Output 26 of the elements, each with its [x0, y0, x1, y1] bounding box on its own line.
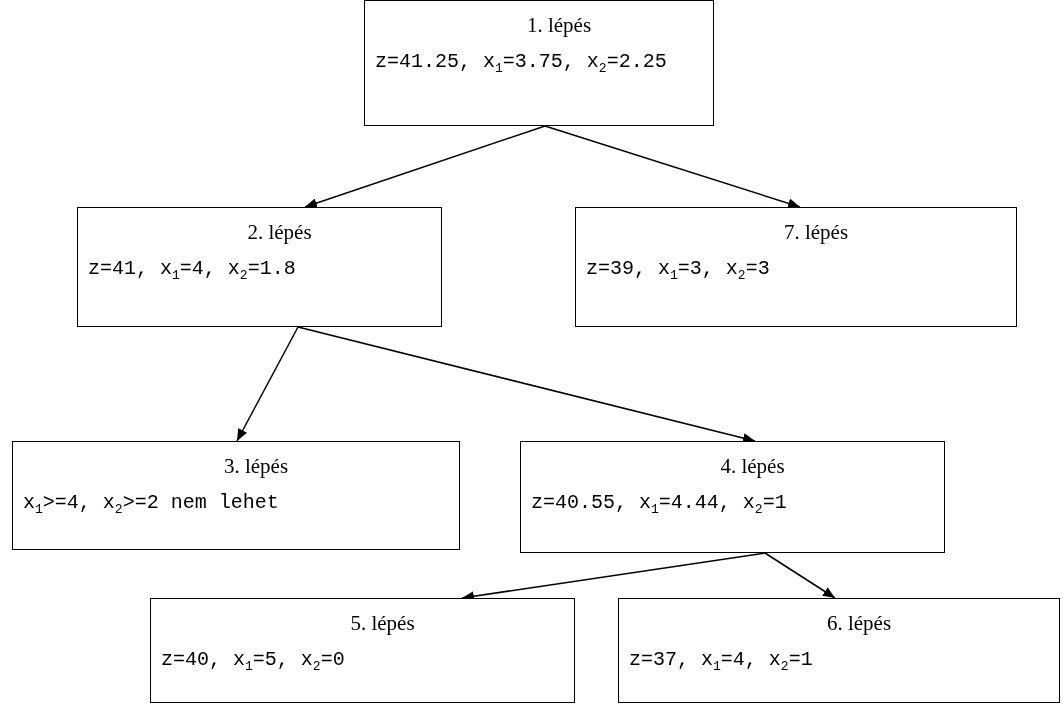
step-title: 6. lépés [826, 611, 892, 636]
arrow [544, 125, 801, 209]
solution-values: z=39, x$_{1}$=3, x$_{2}$=3 [586, 257, 770, 283]
solution-values: z=37, x$_{1}$=4, x$_{2}$=1 [629, 648, 813, 674]
step-title: 1. lépés [526, 13, 592, 38]
step-title: 7. lépés [783, 220, 849, 245]
step-box [150, 598, 575, 703]
arrow [297, 326, 756, 443]
step-box [364, 0, 714, 126]
solution-values: z=41, x$_{1}$=4, x$_{2}$=1.8 [88, 257, 296, 283]
step-box [77, 207, 442, 327]
solution-values: z=40.55, x$_{1}$=4.44, x$_{2}$=1 [531, 491, 787, 517]
step-title: 2. lépés [247, 220, 312, 245]
step-title: 5. lépés [350, 611, 415, 636]
arrow [764, 552, 836, 599]
step-title: 4. lépés [720, 454, 785, 479]
step-title: 3. lépés [223, 454, 289, 479]
step-box [575, 207, 1017, 327]
arrow [304, 125, 546, 208]
solution-values: x$_{1}$>=4, x$_{2}$>=2 nem lehet [23, 491, 279, 517]
step-box [12, 441, 460, 550]
arrow [236, 326, 299, 442]
step-box [618, 598, 1060, 703]
solution-values: z=40, x$_{1}$=5, x$_{2}$=0 [161, 648, 345, 674]
solution-values: z=41.25, x$_{1}$=3.75, x$_{2}$=2.25 [375, 50, 667, 76]
step-box [520, 441, 945, 553]
